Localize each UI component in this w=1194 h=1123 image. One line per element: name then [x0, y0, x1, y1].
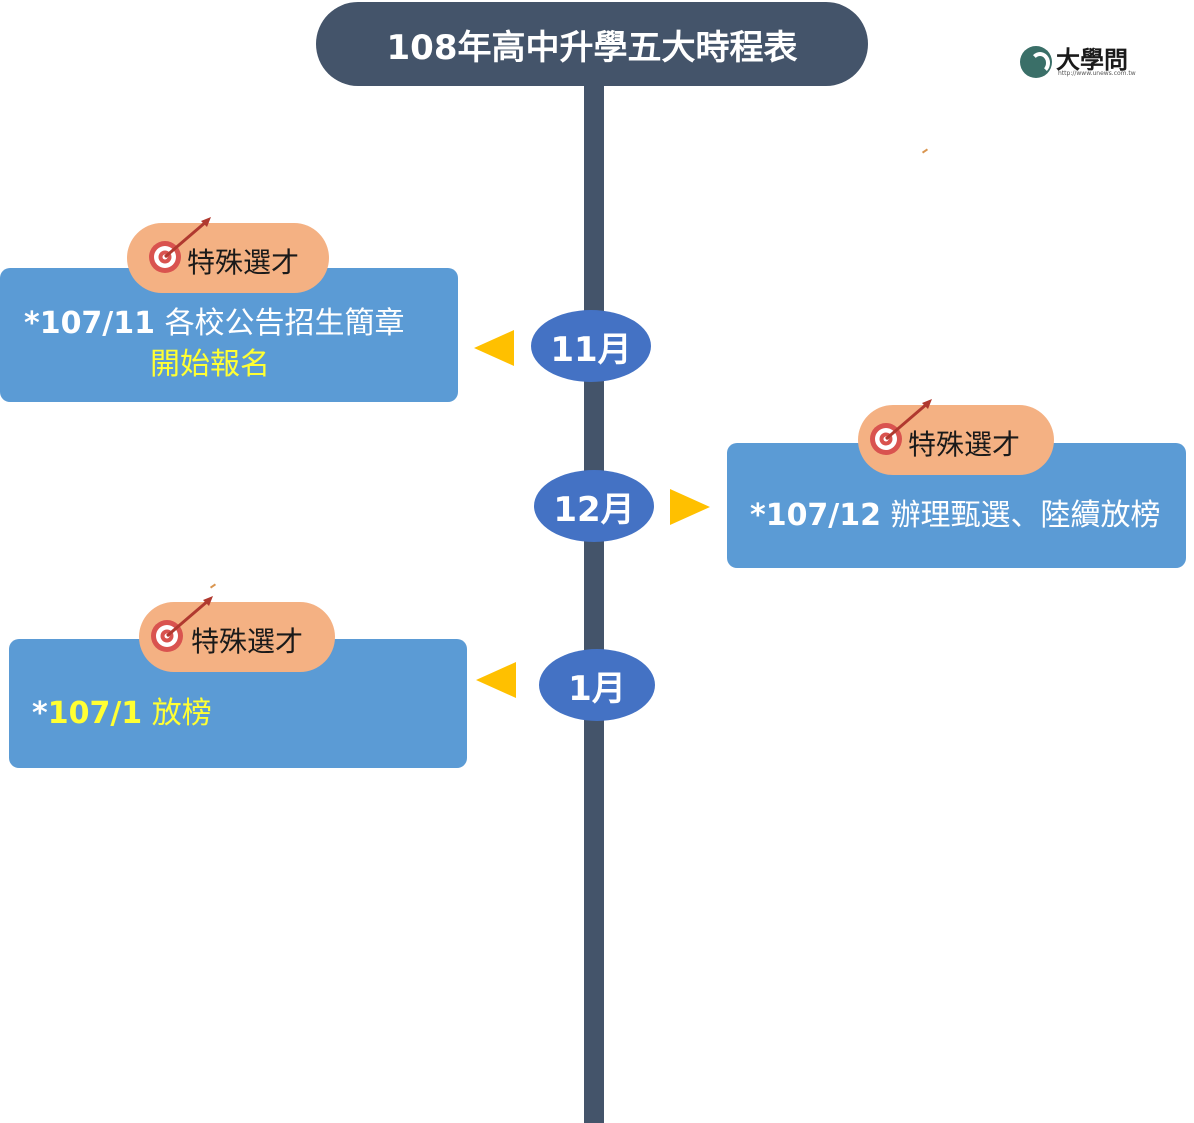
tag-special-selection-december: 特殊選才	[858, 399, 1054, 475]
tag-special-selection-january: 特殊選才	[139, 596, 335, 672]
event-november-highlight: 開始報名	[150, 347, 270, 382]
timeline-spine	[584, 86, 604, 1123]
event-january-line1: *107/1 放榜	[32, 688, 212, 732]
tag-special-selection-november: 特殊選才	[127, 217, 329, 293]
month-node-december: 12月	[534, 470, 654, 542]
event-january-date: 107/1	[47, 696, 143, 731]
arrow-left-icon	[474, 330, 514, 366]
event-november-text: 各校公告招生簡章	[164, 306, 405, 341]
target-icon	[149, 217, 211, 273]
month-node-november: 11月	[531, 310, 651, 382]
event-november-line1: *107/11 各校公告招生簡章	[24, 298, 405, 342]
tag-label: 特殊選才	[187, 246, 300, 279]
tag-label: 特殊選才	[908, 428, 1021, 461]
tag-label: 特殊選才	[191, 625, 304, 658]
decorative-speck	[209, 583, 217, 589]
logo-name: 大學問	[1056, 46, 1128, 74]
page-title: 108年高中升學五大時程表	[316, 2, 868, 86]
target-icon	[870, 399, 932, 455]
event-january-text: 放榜	[151, 696, 212, 731]
event-december-date: *107/12	[750, 498, 882, 533]
event-november-date: *107/11	[24, 306, 156, 341]
event-december-line1: *107/12 辦理甄選、陸續放榜	[750, 490, 1161, 534]
brand-logo: 大學問 http://www.unews.com.tw	[1020, 40, 1140, 80]
event-december-text: 辦理甄選、陸續放榜	[890, 498, 1161, 533]
arrow-right-icon	[670, 489, 710, 525]
logo-icon	[1020, 46, 1052, 78]
arrow-left-icon	[476, 662, 516, 698]
target-icon	[151, 596, 213, 652]
month-node-january: 1月	[539, 649, 655, 721]
logo-url: http://www.unews.com.tw	[1058, 70, 1136, 77]
event-january-star: *	[32, 696, 48, 731]
decorative-speck	[921, 148, 929, 154]
